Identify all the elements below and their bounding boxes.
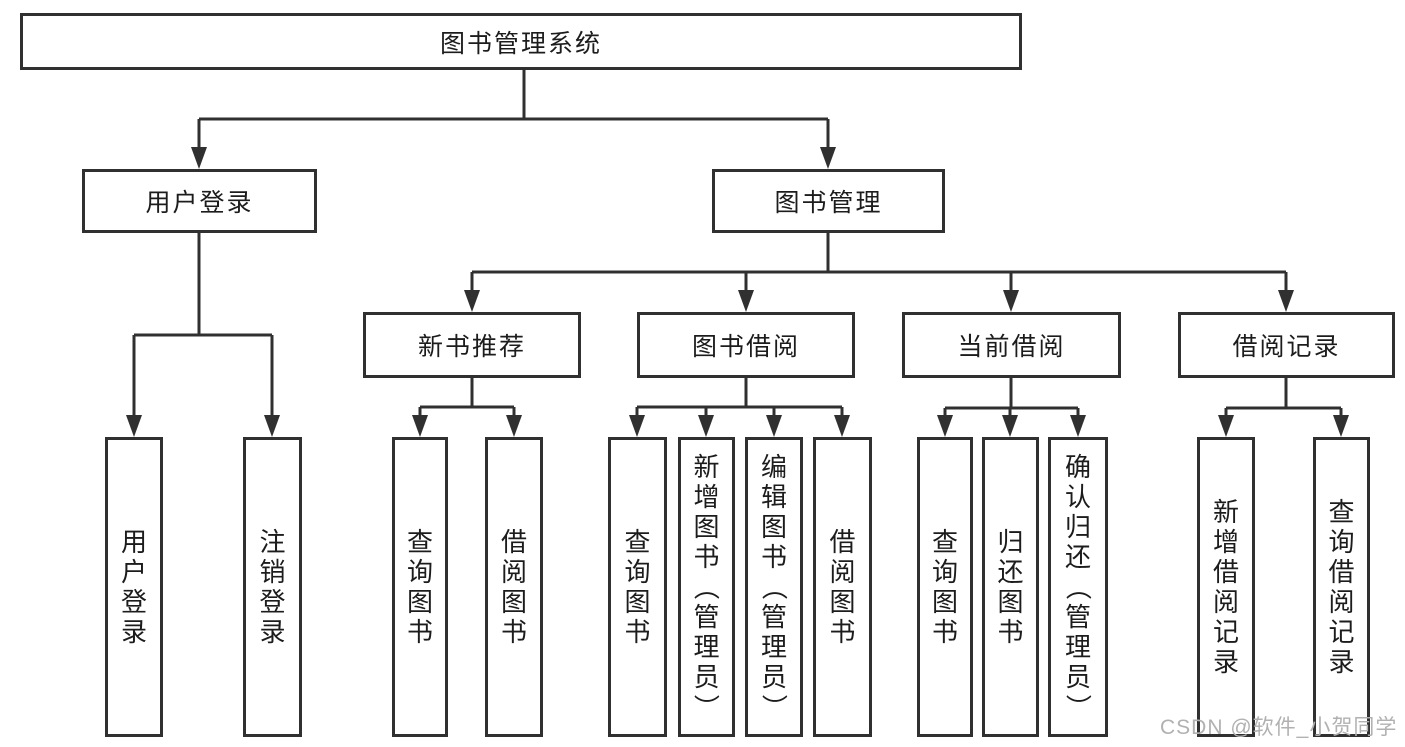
arrowhead (126, 415, 142, 437)
node-label: 借阅图书 (829, 527, 856, 647)
node-leaf-borrow-books-recommend: 借阅图书 (485, 437, 543, 737)
node-label: 借阅记录 (1232, 333, 1341, 361)
node-label: 查询图书 (931, 527, 958, 647)
node-leaf-edit-book-admin: 编辑图书（管理员） (745, 437, 803, 737)
arrowhead (1003, 290, 1019, 312)
connector (132, 233, 274, 418)
node-label: 新书推荐 (417, 333, 526, 361)
node-current-borrowing: 当前借阅 (902, 312, 1121, 378)
node-leaf-query-borrow-record: 查询借阅记录 (1313, 437, 1370, 737)
node-leaf-confirm-return-admin: 确认归还（管理员） (1048, 437, 1108, 737)
node-label: 当前借阅 (957, 333, 1066, 361)
node-leaf-borrow-books: 借阅图书 (813, 437, 872, 737)
arrowhead (629, 415, 645, 437)
node-leaf-logout: 注销登录 (243, 437, 302, 737)
node-new-book-recommend: 新书推荐 (363, 312, 581, 378)
node-leaf-query-books-recommend: 查询图书 (392, 437, 448, 737)
node-label: 用户登录 (145, 189, 254, 217)
node-label: 查询借阅记录 (1328, 497, 1355, 677)
arrowhead (834, 415, 850, 437)
node-label: 图书管理系统 (439, 29, 602, 58)
arrowhead (1278, 290, 1294, 312)
arrowhead (1218, 415, 1234, 437)
node-label: 图书借阅 (691, 333, 800, 361)
arrowhead (1070, 415, 1086, 437)
arrowhead (191, 147, 207, 169)
arrowhead (412, 415, 428, 437)
connector (197, 70, 830, 150)
node-label: 查询图书 (406, 527, 433, 647)
node-book-management: 图书管理 (712, 169, 945, 233)
connector (635, 378, 844, 418)
arrowhead (738, 290, 754, 312)
node-borrowing-records: 借阅记录 (1178, 312, 1395, 378)
node-leaf-add-borrow-record: 新增借阅记录 (1197, 437, 1255, 737)
node-leaf-return-book: 归还图书 (982, 437, 1039, 737)
arrowheads (126, 147, 1349, 437)
connector (470, 233, 1288, 293)
arrowhead (820, 147, 836, 169)
node-label: 归还图书 (997, 527, 1024, 647)
arrowhead (698, 415, 714, 437)
node-label: 查询图书 (624, 527, 651, 647)
connector (1224, 378, 1343, 418)
node-leaf-add-book-admin: 新增图书（管理员） (678, 437, 735, 737)
csdn-watermark: CSDN @软件_小贺同学 (1160, 716, 1398, 739)
connector (943, 378, 1080, 418)
node-book-borrowing: 图书借阅 (637, 312, 855, 378)
node-leaf-user-login: 用户登录 (105, 437, 163, 737)
arrowhead (937, 415, 953, 437)
node-leaf-query-books-borrowing: 查询图书 (608, 437, 667, 737)
node-label: 编辑图书（管理员） (758, 452, 789, 721)
arrowhead (1333, 415, 1349, 437)
node-user-login: 用户登录 (82, 169, 317, 233)
node-label: 新增借阅记录 (1212, 497, 1239, 677)
node-label: 图书管理 (774, 189, 883, 217)
arrowhead (464, 290, 480, 312)
node-label: 用户登录 (120, 527, 147, 647)
arrowhead (1002, 415, 1018, 437)
node-leaf-query-books-current: 查询图书 (917, 437, 973, 737)
arrowhead (766, 415, 782, 437)
node-label: 新增图书（管理员） (691, 452, 722, 721)
arrowhead (506, 415, 522, 437)
node-label: 注销登录 (259, 527, 286, 647)
node-library-management-system: 图书管理系统 (20, 13, 1022, 70)
connector (418, 378, 516, 418)
arrowhead (264, 415, 280, 437)
node-label: 确认归还（管理员） (1062, 452, 1093, 721)
node-label: 借阅图书 (500, 527, 527, 647)
